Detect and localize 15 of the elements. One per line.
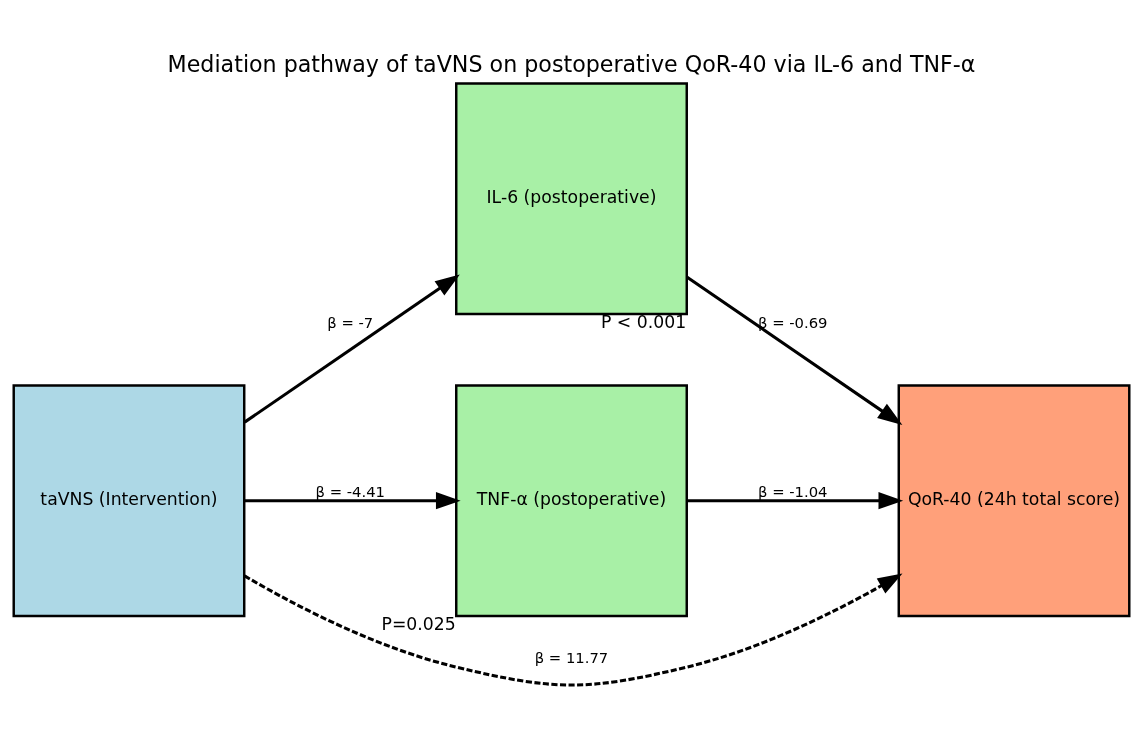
arrow (243, 573, 903, 687)
edge-label: β = -7 (327, 313, 374, 331)
node-box: IL-6 (postoperative) (455, 82, 688, 316)
arrow (243, 274, 460, 424)
arrow (686, 276, 903, 425)
arrow (687, 492, 904, 510)
node-label: P=0.025 (381, 613, 456, 634)
edge-label: β = 11.77 (534, 648, 609, 666)
node-box: QoR-40 (24h total score) (897, 384, 1131, 618)
node-box: taVNS (Intervention) (12, 384, 246, 618)
edge-label: β = -4.41 (315, 482, 385, 500)
node-box: TNF-α (postoperative) (455, 384, 688, 618)
arrow (244, 492, 461, 510)
edge-label: β = -1.04 (758, 482, 828, 500)
diagram-title: Mediation pathway of taVNS on postoperative QoR-40 via IL-6 and TNF-α (167, 50, 976, 77)
